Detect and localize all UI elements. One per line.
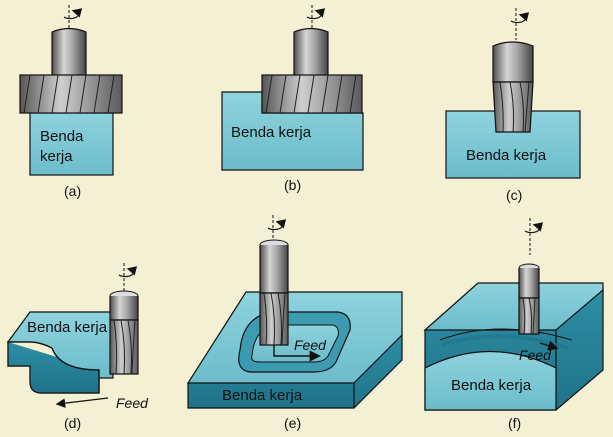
panel-c: Benda kerja (c) <box>445 8 581 203</box>
panel-caption: (f) <box>508 415 521 431</box>
rotation-arrow-icon <box>267 215 287 242</box>
panel-b: Benda kerja (b) <box>221 5 364 193</box>
workpiece <box>6 311 114 394</box>
workpiece <box>29 112 114 176</box>
panel-f: Feed Benda kerja (f) <box>423 218 604 431</box>
rotation-arrow-icon <box>63 5 83 30</box>
rotation-arrow-icon <box>118 263 138 293</box>
workpiece-label: Benda kerja <box>466 147 547 164</box>
side-milling-cutter <box>261 74 363 114</box>
panel-a: Benda kerja (a) <box>19 5 123 199</box>
plain-milling-cutter <box>19 74 123 114</box>
panel-caption: (c) <box>506 187 522 203</box>
rotation-arrow-icon <box>510 8 530 40</box>
rotation-arrow-icon <box>524 218 544 255</box>
workpiece-label: Benda kerja <box>451 377 532 394</box>
panel-caption: (b) <box>284 177 301 193</box>
end-mill-cutter <box>109 290 139 375</box>
panel-caption: (e) <box>284 415 301 431</box>
workpiece-label-line2: kerja <box>40 148 73 165</box>
end-mill-cutter <box>492 41 534 133</box>
feed-label: Feed <box>116 395 149 411</box>
feed-arrow-icon <box>539 340 559 351</box>
panel-caption: (a) <box>64 183 81 199</box>
workpiece-label: Benda kerja <box>231 124 312 141</box>
arbor-shaft <box>293 27 329 78</box>
feed-label: Feed <box>519 347 552 363</box>
end-mill-cutter <box>259 239 289 346</box>
rotation-arrow-icon <box>306 5 326 30</box>
end-mill-cutter <box>518 263 540 335</box>
arbor-shaft <box>51 27 87 78</box>
panel-caption: (d) <box>64 415 81 431</box>
workpiece-label: Benda kerja <box>27 319 108 336</box>
feed-label: Feed <box>294 337 327 353</box>
workpiece <box>423 282 604 411</box>
feed-arrow-icon <box>273 345 321 362</box>
panel-d: Benda kerja Feed (d) <box>6 263 149 431</box>
workpiece-label: Benda kerja <box>222 387 303 404</box>
workpiece-label: Benda <box>40 128 84 145</box>
feed-arrow-icon <box>55 397 109 408</box>
panel-e: Feed Benda kerja (e) <box>186 215 403 431</box>
